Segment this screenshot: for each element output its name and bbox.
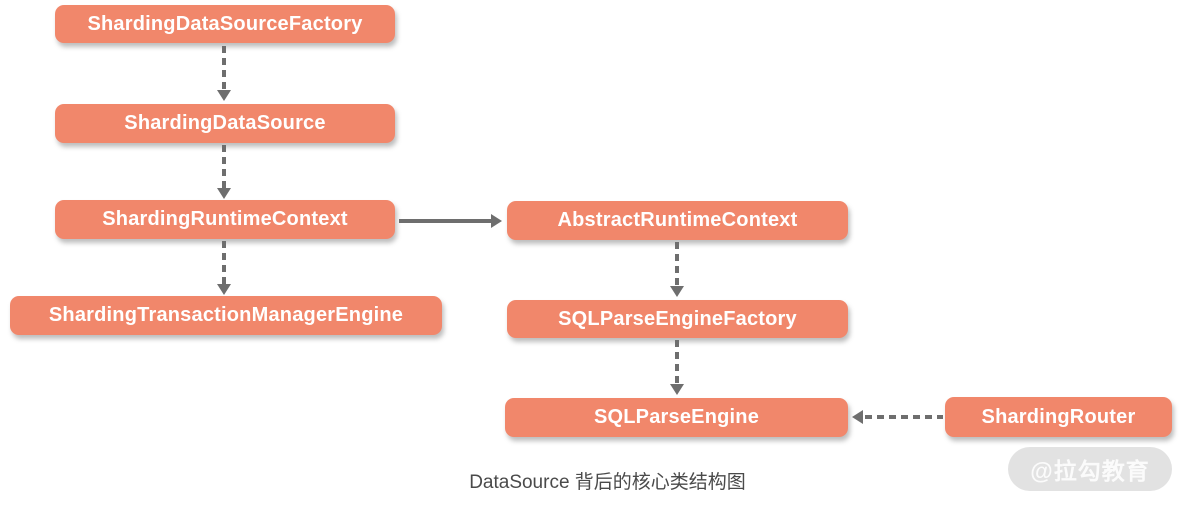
node-sharding-runtime-context: ShardingRuntimeContext bbox=[55, 200, 395, 239]
edge-abstractcontext-to-parsefactory-line bbox=[675, 242, 679, 286]
node-abstract-runtime-context: AbstractRuntimeContext bbox=[507, 201, 848, 240]
edge-factory-to-datasource-arrowhead-icon bbox=[217, 90, 231, 101]
edge-runtimecontext-to-abstractcontext-arrowhead-icon bbox=[491, 214, 502, 228]
watermark-text: @拉勾教育 bbox=[1030, 458, 1150, 484]
node-sql-parse-engine: SQLParseEngine bbox=[505, 398, 848, 437]
edge-runtimecontext-to-abstractcontext-line bbox=[399, 219, 491, 223]
node-sql-parse-engine-factory: SQLParseEngineFactory bbox=[507, 300, 848, 338]
edge-runtimecontext-to-transactionengine-arrowhead-icon bbox=[217, 284, 231, 295]
edge-factory-to-datasource-line bbox=[222, 46, 226, 90]
edge-parsefactory-to-parseengine-line bbox=[675, 340, 679, 384]
edge-datasource-to-runtimecontext-line bbox=[222, 145, 226, 188]
edge-router-to-parseengine-line bbox=[865, 415, 943, 419]
node-sharding-data-source-factory: ShardingDataSourceFactory bbox=[55, 5, 395, 43]
node-sharding-data-source: ShardingDataSource bbox=[55, 104, 395, 143]
node-sharding-router: ShardingRouter bbox=[945, 397, 1172, 437]
watermark-badge: @拉勾教育 bbox=[1008, 447, 1172, 491]
edge-parsefactory-to-parseengine-arrowhead-icon bbox=[670, 384, 684, 395]
diagram-caption: DataSource 背后的核心类结构图 bbox=[469, 472, 746, 493]
node-sharding-transaction-manager-engine: ShardingTransactionManagerEngine bbox=[10, 296, 442, 335]
edge-router-to-parseengine-arrowhead-icon bbox=[852, 410, 863, 424]
edge-datasource-to-runtimecontext-arrowhead-icon bbox=[217, 188, 231, 199]
edge-abstractcontext-to-parsefactory-arrowhead-icon bbox=[670, 286, 684, 297]
edge-runtimecontext-to-transactionengine-line bbox=[222, 241, 226, 284]
